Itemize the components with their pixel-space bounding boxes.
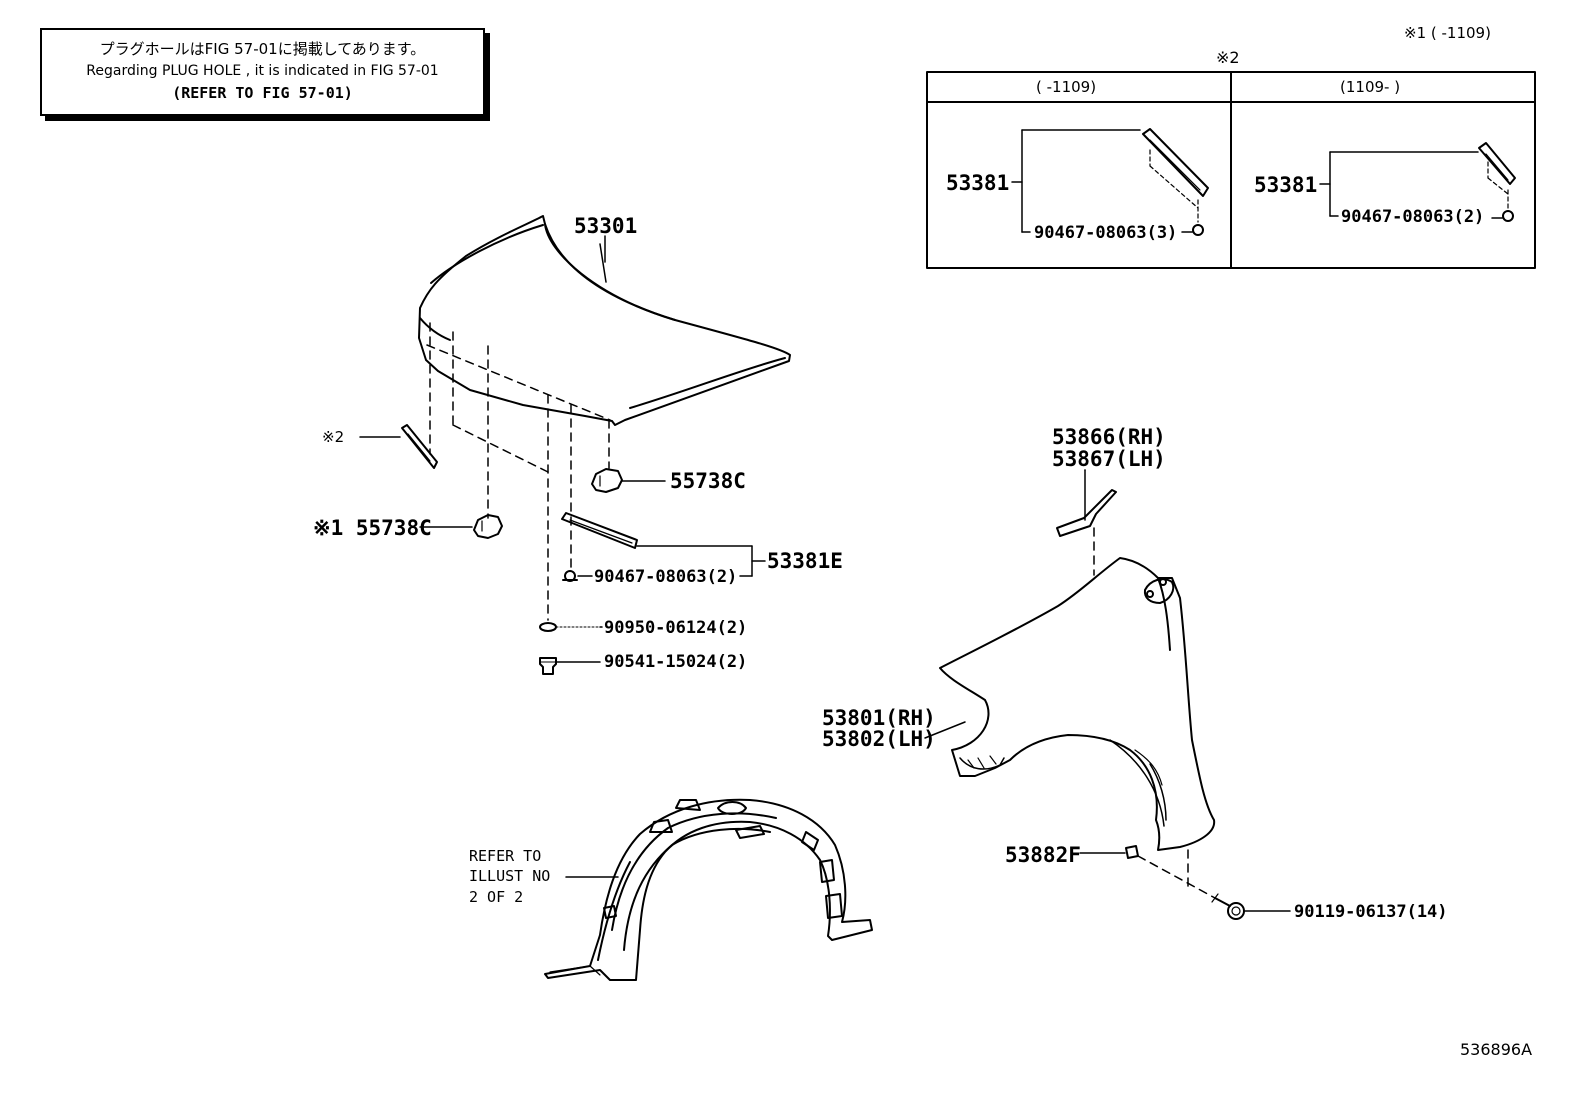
label-liner-ref-3: 2 OF 2 <box>469 888 524 906</box>
label-55738c-left: ※1 55738C <box>313 516 432 540</box>
table-col2-part: 53381 <box>1254 173 1318 197</box>
label-screw-90119: 90119-06137(14) <box>1294 902 1448 922</box>
label-mark2: ※2 <box>322 428 345 446</box>
note-japanese: プラグホールはFIG 57-01に掲載してあります。 <box>99 40 426 58</box>
note-reference: (REFER TO FIG 57-01) <box>172 84 353 102</box>
front-fender-illustration <box>924 557 1216 851</box>
fender-seal-illustration <box>1056 469 1117 576</box>
footnote-2-mark: ※2 <box>1216 48 1240 67</box>
hood-cushion-90541 <box>539 657 601 675</box>
hood-bumper-55738c-left <box>419 514 503 539</box>
label-leaders <box>599 235 1086 628</box>
label-55738c-right: 55738C <box>670 469 746 493</box>
label-53801-rh: 53801(RH) <box>822 706 936 730</box>
hood-dashed-leaders <box>426 322 611 621</box>
footnote-1: ※1 ( -1109) <box>1404 24 1491 42</box>
hood-strip-53381e <box>561 512 766 577</box>
variant-table <box>926 71 1536 269</box>
note-english: Regarding PLUG HOLE , it is indicated in… <box>86 63 439 79</box>
label-liner-ref-2: ILLUST NO <box>469 867 551 885</box>
table-col1-part: 53381 <box>946 171 1010 195</box>
table-col1-bolt: 90467-08063(3) <box>1034 223 1178 243</box>
table-cell2-drawing <box>1319 142 1516 222</box>
label-clip-90467: 90467-08063(2) <box>594 567 738 587</box>
plug-hole-note: プラグホールはFIG 57-01に掲載してあります。 Regarding PLU… <box>40 28 485 116</box>
hood-bracket-mark2 <box>359 424 438 469</box>
label-cushion-90541: 90541-15024(2) <box>604 652 748 672</box>
fender-seal-53882f <box>1079 845 1216 899</box>
table-cell1-drawing <box>1011 128 1209 236</box>
hood-bumper-55738c-right <box>591 468 666 493</box>
label-hood-53301: 53301 <box>574 214 638 238</box>
table-col2-bolt: 90467-08063(2) <box>1341 207 1485 227</box>
table-col1-header: ( -1109) <box>1036 78 1097 96</box>
hood-illustration <box>418 215 791 426</box>
label-53882f: 53882F <box>1005 843 1081 867</box>
illustration-id: 536896A <box>1460 1040 1533 1059</box>
fender-liner-illustration <box>544 798 873 981</box>
hood-plug-90950 <box>539 622 601 632</box>
hood-clip-90467 <box>562 570 593 582</box>
table-col2-header: (1109- ) <box>1340 78 1401 96</box>
label-plug-90950: 90950-06124(2) <box>604 618 748 638</box>
label-53866-rh: 53866(RH) <box>1052 425 1166 449</box>
label-53381e: 53381E <box>767 549 843 573</box>
fender-screw-90119 <box>1211 893 1291 920</box>
label-53867-lh: 53867(LH) <box>1052 447 1166 471</box>
label-53802-lh: 53802(LH) <box>822 727 936 751</box>
label-liner-ref-1: REFER TO <box>469 847 542 865</box>
